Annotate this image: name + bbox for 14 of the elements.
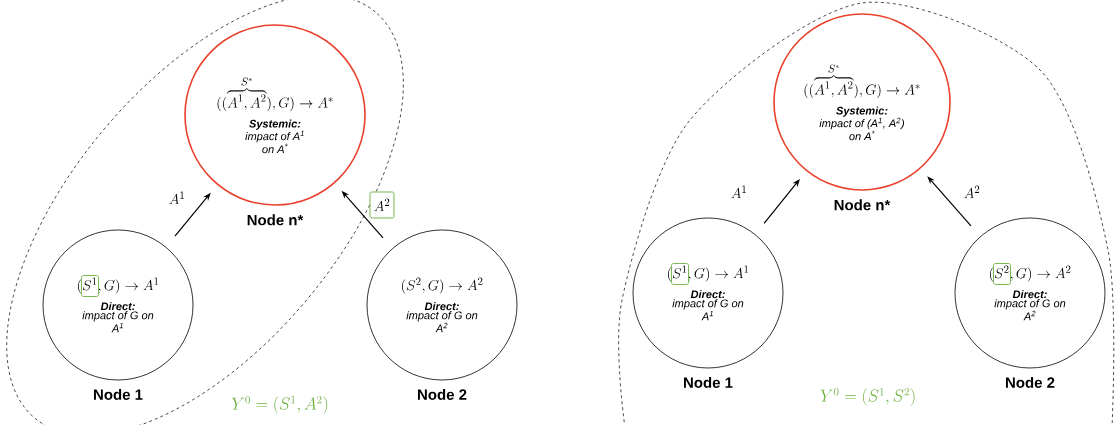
node-label: Node 2 (418, 388, 467, 400)
arrow (927, 176, 972, 227)
node-label: Node n* (247, 214, 304, 226)
set-formula: $Y^0 = (S^1, A^2)$ (231, 395, 328, 414)
set-formula: $Y^0 = (S^1, S^2)$ (820, 387, 915, 406)
edge-label: $A^2$ (962, 184, 982, 200)
node-label: Node 1 (94, 388, 143, 400)
edge-label: $A^1$ (167, 190, 187, 206)
group-outline (6, 0, 404, 425)
node-label: Node n* (834, 199, 891, 211)
node-label: Node 2 (1006, 376, 1055, 388)
edge-label: $A^1$ (729, 184, 749, 200)
group-outline (618, 1, 1115, 425)
node-label: Node 1 (684, 376, 733, 388)
